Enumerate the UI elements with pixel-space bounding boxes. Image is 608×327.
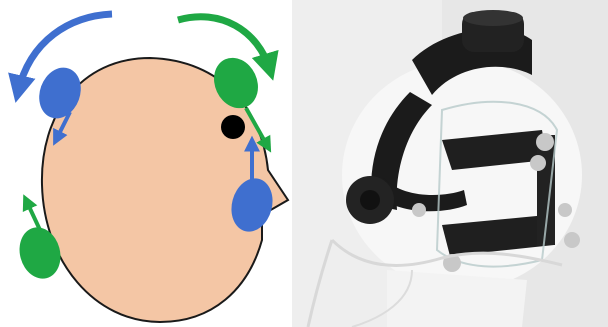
headset-photo [292, 0, 608, 327]
tracking-marker [530, 155, 546, 171]
tracking-marker [564, 232, 580, 248]
tracking-marker [412, 203, 426, 217]
headset-photo-panel [292, 0, 608, 327]
ear-marker [221, 115, 245, 139]
direction-arrow-green [26, 200, 40, 230]
head-diagram-panel [0, 0, 292, 327]
mannequin-neck [387, 270, 527, 327]
tracking-marker [536, 133, 554, 151]
head-diagram [0, 0, 292, 327]
tracking-marker [558, 203, 572, 217]
